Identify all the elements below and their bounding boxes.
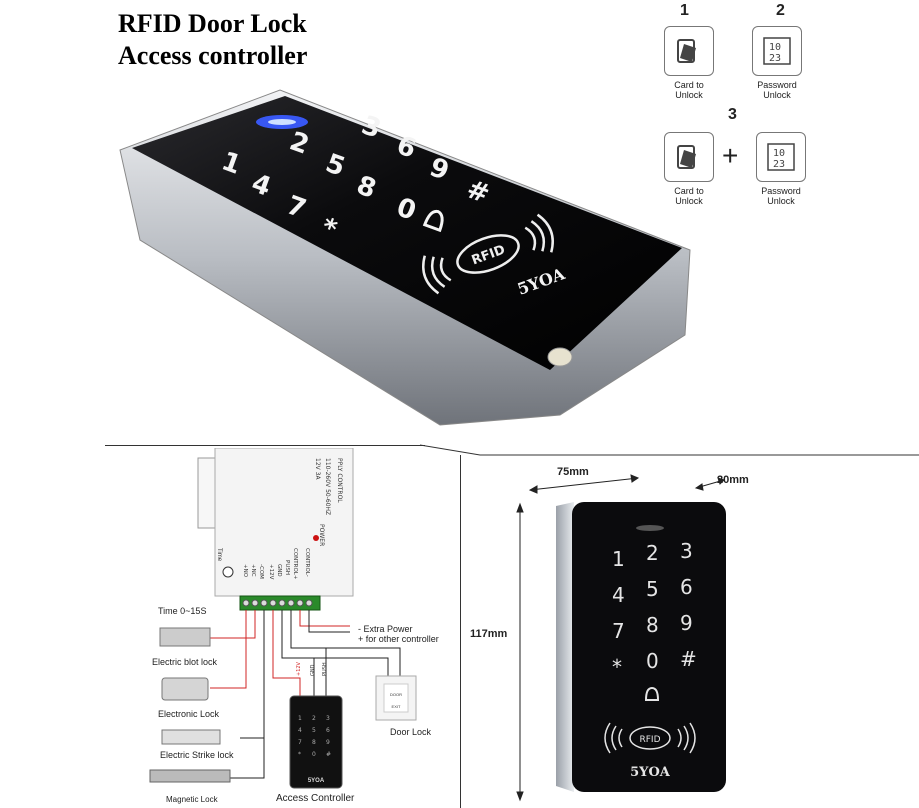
dimension-arrows	[516, 474, 725, 802]
svg-text:1: 1	[612, 547, 625, 571]
side-button	[547, 347, 573, 367]
lock-label-bolt: Electric blot lock	[152, 657, 218, 667]
svg-text:GND: GND	[310, 664, 316, 676]
card-unlock-box	[664, 26, 714, 76]
dimension-depth: 20mm	[717, 474, 749, 486]
svg-text:4: 4	[298, 727, 302, 734]
svg-text:EXIT: EXIT	[392, 704, 401, 709]
svg-text:8: 8	[312, 739, 316, 746]
vertical-divider	[460, 455, 461, 808]
card-icon	[677, 145, 696, 169]
svg-text:5YOA: 5YOA	[630, 765, 671, 780]
svg-text:0: 0	[646, 649, 659, 673]
rfid-emblem: RFID	[604, 722, 696, 754]
svg-text:-COM: -COM	[258, 564, 264, 579]
access-controller-label: Access Controller	[276, 793, 355, 804]
lock-label-electronic: Electronic Lock	[158, 709, 220, 719]
mode-2-number: 2	[776, 2, 785, 19]
svg-text:+NO: +NO	[242, 564, 248, 578]
section-divider	[105, 445, 425, 446]
wiring-diagram: PPLY CONTROL 110-260V 50-60HZ 12V 3A POW…	[149, 448, 417, 789]
psu-label-3: 12V 3A	[314, 458, 321, 480]
keypad-front-view: 1 2 3 4 5 6 7 8 9 * 0 # RFID 5YOA	[556, 502, 726, 792]
dimension-height: 117mm	[470, 628, 508, 640]
svg-text:RFID: RFID	[639, 735, 660, 745]
svg-text:10: 10	[769, 42, 781, 53]
combo-password-box: 10 23	[756, 132, 806, 182]
door-lock-label: Door Lock	[390, 727, 432, 737]
mode-1-number: 1	[680, 2, 689, 19]
dimension-width: 75mm	[557, 466, 589, 478]
svg-text:4: 4	[612, 583, 625, 607]
svg-text:5: 5	[312, 727, 316, 734]
psu-label-1: PPLY CONTROL	[336, 458, 343, 503]
svg-text:CONTROL-: CONTROL-	[304, 548, 310, 577]
svg-text:*: *	[612, 655, 622, 679]
svg-text:7: 7	[298, 739, 302, 746]
svg-text:2: 2	[646, 541, 659, 565]
svg-text:*: *	[298, 751, 301, 758]
svg-text:PUSH: PUSH	[322, 662, 328, 676]
power-led-label: POWER	[318, 524, 325, 546]
svg-text:6: 6	[680, 575, 693, 599]
lock-label-magnetic: Magnetic Lock	[166, 795, 218, 804]
mode-3-number: 3	[728, 106, 737, 123]
password-icon: 10 23	[763, 37, 791, 65]
title-line-1: RFID Door Lock	[118, 9, 307, 38]
keypad-hero-image: 1 2 3 4 5 6 7 8 9 * 0 # RFID 5YOA	[119, 89, 691, 426]
svg-text:CONTROL+: CONTROL+	[292, 548, 298, 580]
svg-text:9: 9	[680, 611, 693, 635]
svg-text:#: #	[680, 647, 697, 671]
svg-text:2: 2	[312, 715, 316, 722]
combo-card-box	[664, 132, 714, 182]
svg-text:0: 0	[312, 751, 316, 758]
lock-label-strike: Electric Strike lock	[160, 750, 234, 760]
svg-text:8: 8	[646, 613, 659, 637]
time-knob-label: Time	[216, 548, 222, 562]
svg-text:23: 23	[773, 159, 785, 170]
card-icon	[677, 39, 696, 63]
bell-icon	[644, 686, 660, 701]
svg-text:9: 9	[326, 739, 330, 746]
svg-text:5YOA: 5YOA	[308, 778, 325, 784]
section-divider-angled	[420, 444, 919, 456]
svg-text:PUSH: PUSH	[284, 560, 290, 575]
svg-text:3: 3	[680, 539, 693, 563]
title-line-2: Access controller	[118, 41, 308, 70]
svg-text:5: 5	[646, 577, 659, 601]
time-range-label: Time 0~15S	[158, 606, 207, 616]
svg-text:DOOR: DOOR	[390, 692, 402, 697]
svg-text:3: 3	[326, 715, 330, 722]
extra-power-label-1: - Extra Power	[358, 624, 413, 634]
svg-text:GND: GND	[276, 564, 282, 577]
page-title: RFID Door Lock Access controller	[118, 8, 307, 72]
password-unlock-box: 10 23	[752, 26, 802, 76]
svg-text:1: 1	[298, 715, 302, 722]
svg-text:6: 6	[326, 727, 330, 734]
power-led	[313, 535, 319, 541]
svg-text:#: #	[326, 751, 331, 758]
svg-text:+NC: +NC	[250, 564, 256, 577]
svg-text:+12V: +12V	[296, 661, 302, 676]
plus-sign: +	[722, 140, 739, 171]
svg-text:7: 7	[612, 619, 625, 643]
password-icon: 10 23	[767, 143, 795, 171]
svg-text:10: 10	[773, 148, 785, 159]
svg-text:+12V: +12V	[268, 564, 274, 580]
extra-power-label-2: + for other controller	[358, 634, 439, 644]
psu-label-2: 110-260V 50-60HZ	[324, 458, 331, 515]
bell-icon	[422, 209, 444, 233]
svg-text:23: 23	[769, 53, 781, 64]
